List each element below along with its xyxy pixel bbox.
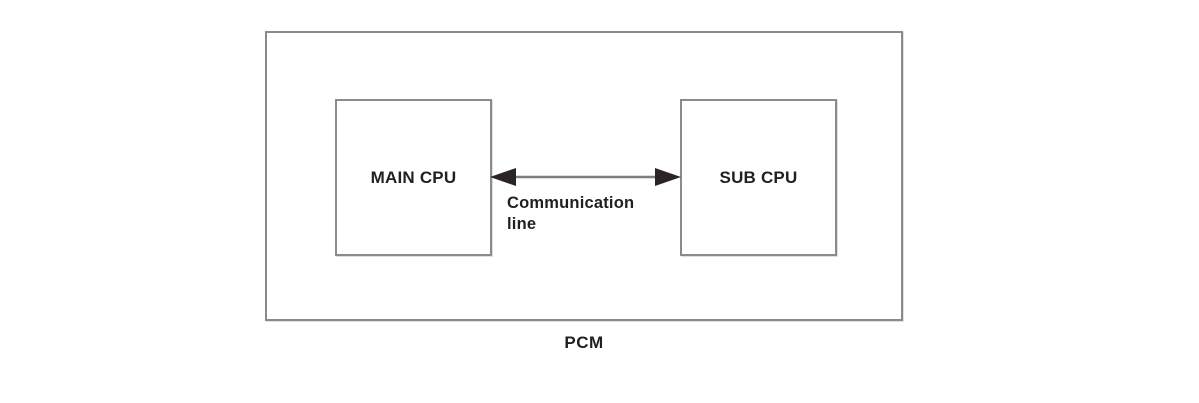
main-cpu-box: MAIN CPU [335,99,492,256]
communication-line-label-line1: Communication [507,194,635,212]
pcm-container-box [265,31,903,321]
main-cpu-label: MAIN CPU [370,167,457,187]
pcm-label: PCM [564,333,604,352]
sub-cpu-label: SUB CPU [719,167,798,187]
sub-cpu-box: SUB CPU [680,99,837,256]
communication-line-label-line2: line [507,215,537,233]
communication-line-label: Communication line [507,193,634,235]
bidirectional-arrow-icon [490,168,681,186]
